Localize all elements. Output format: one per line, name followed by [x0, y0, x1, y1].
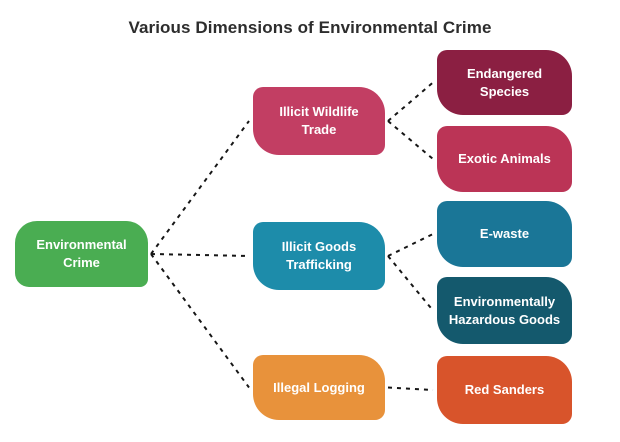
node-e-waste-label: E-waste: [479, 226, 530, 242]
node-exotic-animals-label: Exotic Animals: [458, 151, 551, 167]
node-illicit-goods-trafficking: Illicit Goods Trafficking: [253, 222, 385, 290]
node-red-sanders: Red Sanders: [437, 356, 572, 424]
node-illicit-wildlife-trade-label: Illicit Wildlife Trade: [279, 104, 359, 137]
node-illegal-logging-label: Illegal Logging: [273, 379, 365, 395]
node-environmentally-hazardous-goods-label: Environmentally Hazardous Goods: [448, 293, 561, 327]
node-environmental-crime: Environmental Crime: [15, 221, 148, 287]
node-environmental-crime-label: Environmental Crime: [36, 237, 127, 270]
node-red-sanders-label: Red Sanders: [464, 382, 545, 398]
node-environmentally-hazardous-goods: Environmentally Hazardous Goods: [437, 277, 572, 344]
node-endangered-species: Endangered Species: [437, 50, 572, 115]
diagram-title: Various Dimensions of Environmental Crim…: [128, 18, 492, 37]
node-illicit-wildlife-trade: Illicit Wildlife Trade: [253, 87, 385, 155]
node-illegal-logging: Illegal Logging: [253, 355, 385, 420]
node-illicit-goods-trafficking-label: Illicit Goods Trafficking: [281, 239, 357, 272]
node-e-waste: E-waste: [437, 201, 572, 267]
node-exotic-animals: Exotic Animals: [437, 126, 572, 192]
node-endangered-species-label: Endangered Species: [466, 65, 543, 99]
